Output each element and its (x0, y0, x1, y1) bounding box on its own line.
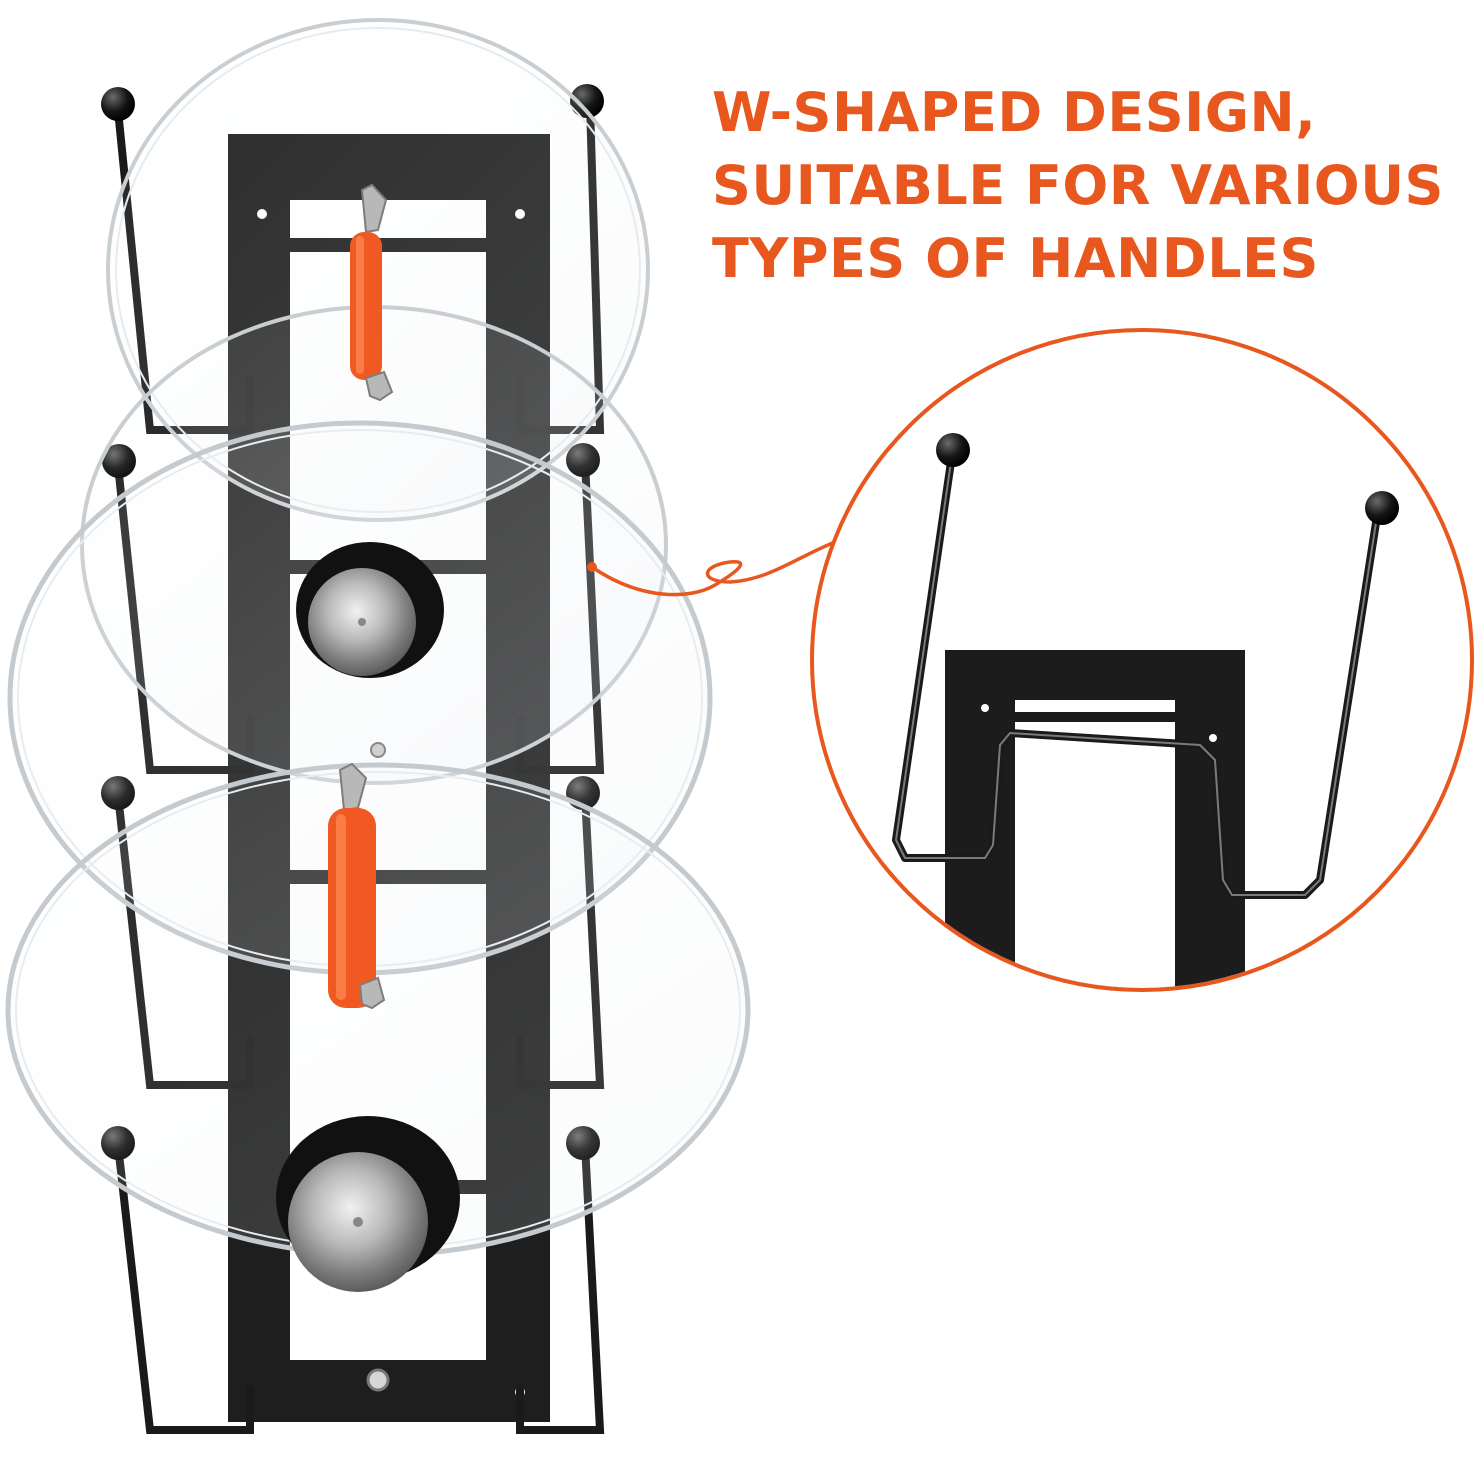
headline-line-1: W-SHAPED DESIGN, (712, 81, 1317, 144)
lid-screw (370, 742, 386, 758)
zoom-detail (810, 328, 1474, 992)
knob-handle-2 (276, 1116, 460, 1292)
bar-handle-lower (328, 762, 386, 1010)
callout-connector (587, 538, 841, 597)
mount-screw (366, 1368, 390, 1392)
knob-handle-1 (296, 542, 444, 678)
headline-line-2: SUITABLE FOR VARIOUS (712, 154, 1444, 217)
feature-headline: W-SHAPED DESIGN, SUITABLE FOR VARIOUS TY… (712, 76, 1477, 295)
headline-line-3: TYPES OF HANDLES (712, 227, 1319, 290)
bar-handle-top (350, 183, 394, 402)
